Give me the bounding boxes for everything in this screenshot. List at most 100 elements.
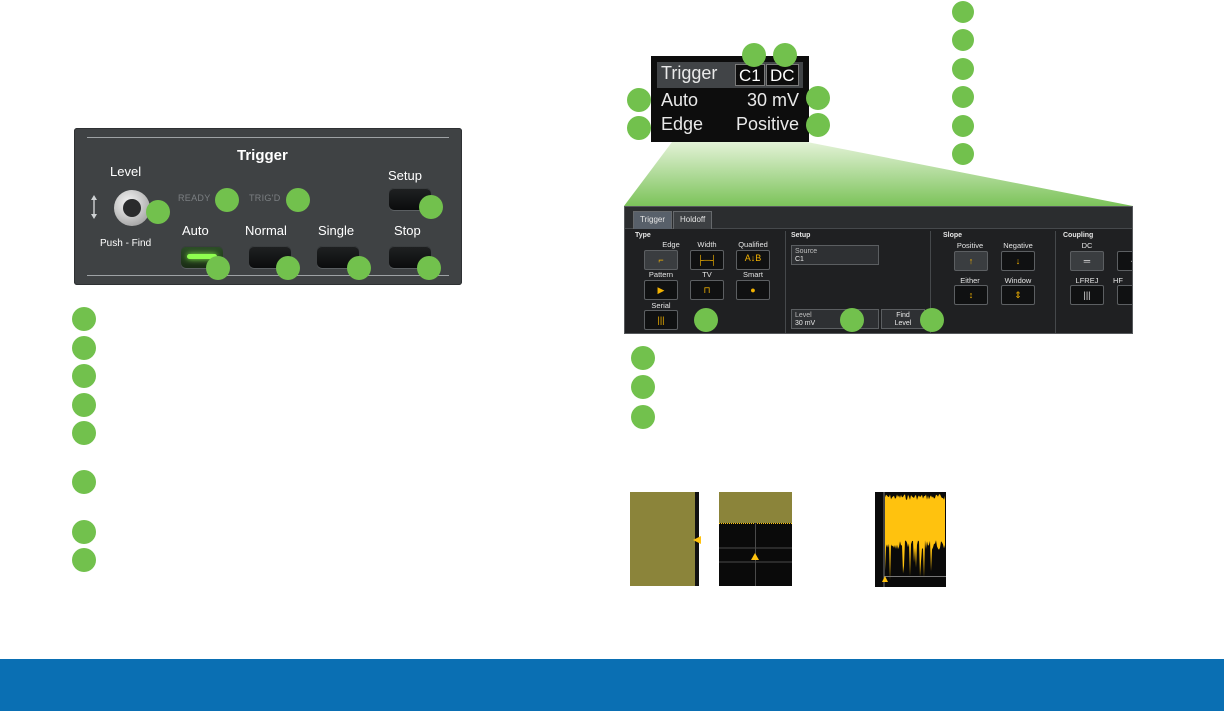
source-field[interactable]: Source C1 [791, 245, 879, 265]
type-qualified-label: Qualified [738, 240, 768, 249]
coupling-ac-button[interactable]: ∼ [1117, 251, 1132, 271]
legend-dot [952, 29, 974, 51]
setup-section-title: Setup [791, 232, 811, 239]
setup-label: Setup [388, 168, 422, 183]
negative-slope-icon: ↓ [1015, 256, 1021, 266]
slope-negative-button[interactable]: ↓ [1001, 251, 1035, 271]
slope-either-button[interactable]: ↕ [954, 285, 988, 305]
type-edge-button[interactable]: ⌐ [644, 250, 678, 270]
level-field[interactable]: Level 30 mV [791, 309, 879, 329]
type-qualified-button[interactable]: A↓B [736, 250, 770, 270]
descriptor-title: Trigger [661, 63, 718, 83]
positive-slope-icon: ↑ [968, 256, 974, 266]
legend-dot [72, 393, 96, 417]
stop-label: Stop [394, 223, 421, 238]
type-edge-label: Edge [662, 240, 680, 249]
tab-holdoff[interactable]: Holdoff [673, 211, 713, 229]
legend-dot [72, 364, 96, 388]
find-level-button[interactable]: Find Level [881, 309, 925, 329]
trace-3-plot [882, 492, 946, 587]
legend-dot [952, 115, 974, 137]
trigger-setup-dialog: Trigger Holdoff Type Setup Slope Couplin… [624, 206, 1133, 334]
callout-coupling [773, 43, 797, 67]
slope-section-title: Slope [943, 232, 963, 239]
slope-either-label: Either [960, 276, 980, 285]
slope-positive-label: Positive [956, 241, 984, 250]
descriptor-row-mode: Auto 30 mV [657, 90, 803, 111]
tab-trigger[interactable]: Trigger [633, 211, 673, 229]
slope-window-label: Window [1004, 276, 1032, 285]
footer-bar [0, 659, 1224, 711]
descriptor-type: Edge [661, 114, 704, 134]
callout-trigd [286, 188, 310, 212]
trace-thumbnail-2 [719, 492, 792, 586]
callout-type-group [694, 308, 718, 332]
legend-dot [72, 470, 96, 494]
ac-icon: ∼ [1118, 255, 1132, 267]
normal-label: Normal [245, 223, 287, 238]
slope-positive-button[interactable]: ↑ [954, 251, 988, 271]
legend-dot [72, 548, 96, 572]
callout-mode [627, 88, 651, 112]
type-serial-label: Serial [651, 301, 671, 310]
trigger-marker-icon [693, 536, 701, 544]
lfrej-icon: ||| [1083, 290, 1091, 300]
serial-icon: ||| [657, 315, 665, 325]
section-divider [1055, 231, 1056, 333]
coupling-dc-label: DC [1081, 241, 1093, 250]
coupling-hf-button[interactable]: || [1117, 285, 1133, 305]
trigger-front-panel: Trigger Level Push - Find READY TRIG'D S… [74, 128, 462, 285]
dc-icon: ═ [1083, 256, 1091, 266]
descriptor-row-type: Edge Positive [657, 114, 803, 135]
callout-single [347, 256, 371, 280]
qualified-icon: A↓B [744, 253, 762, 263]
callout-find-level [920, 308, 944, 332]
panel-top-rule [87, 137, 449, 138]
section-divider [785, 231, 786, 333]
type-tv-button[interactable]: ⊓ [690, 280, 724, 300]
panel-bottom-rule [87, 275, 449, 276]
callout-level-field [840, 308, 864, 332]
ready-indicator: READY [178, 193, 211, 203]
type-serial-button[interactable]: ||| [644, 310, 678, 330]
type-width-label: Width [697, 240, 717, 249]
legend-dot [72, 421, 96, 445]
callout-normal [276, 256, 300, 280]
smart-bulb-icon: ● [750, 285, 756, 295]
callout-source [742, 43, 766, 67]
coupling-lfrej-label: LFREJ [1075, 276, 1099, 285]
single-label: Single [318, 223, 355, 238]
level-field-label: Level [795, 312, 812, 319]
callout-type [627, 116, 651, 140]
trace-2-plot [719, 492, 792, 586]
panel-title: Trigger [237, 147, 288, 164]
section-divider [930, 231, 931, 333]
callout-level-knob [146, 200, 170, 224]
level-arrows-icon [91, 195, 97, 219]
type-pattern-label: Pattern [648, 270, 674, 279]
hf-icon: || [1118, 289, 1133, 301]
descriptor-level: 30 mV [746, 90, 799, 110]
legend-dot [952, 58, 974, 80]
find-level-line2: Level [894, 320, 912, 327]
type-smart-button[interactable]: ● [736, 280, 770, 300]
type-pattern-button[interactable]: ▶ [644, 280, 678, 300]
coupling-section-title: Coupling [1063, 232, 1094, 239]
trigger-descriptor-box[interactable]: Trigger C1 DC Auto 30 mV Edge Positive [651, 56, 809, 142]
slope-window-button[interactable]: ⇕ [1001, 285, 1035, 305]
type-smart-label: Smart [742, 270, 763, 279]
type-width-button[interactable]: ├─┤ [690, 250, 724, 270]
dialog-tab-bar: Trigger Holdoff [625, 207, 1132, 229]
source-field-label: Source [795, 248, 818, 255]
callout-stop [417, 256, 441, 280]
legend-dot [631, 346, 655, 370]
callout-auto [206, 256, 230, 280]
descriptor-mode: Auto [661, 90, 699, 110]
trace-thumbnail-3 [875, 492, 946, 587]
trigger-level-knob[interactable] [114, 190, 150, 226]
coupling-lfrej-button[interactable]: ||| [1070, 285, 1104, 305]
coupling-dc-button[interactable]: ═ [1070, 251, 1104, 271]
tv-icon: ⊓ [703, 285, 711, 295]
type-tv-label: TV [702, 270, 712, 279]
